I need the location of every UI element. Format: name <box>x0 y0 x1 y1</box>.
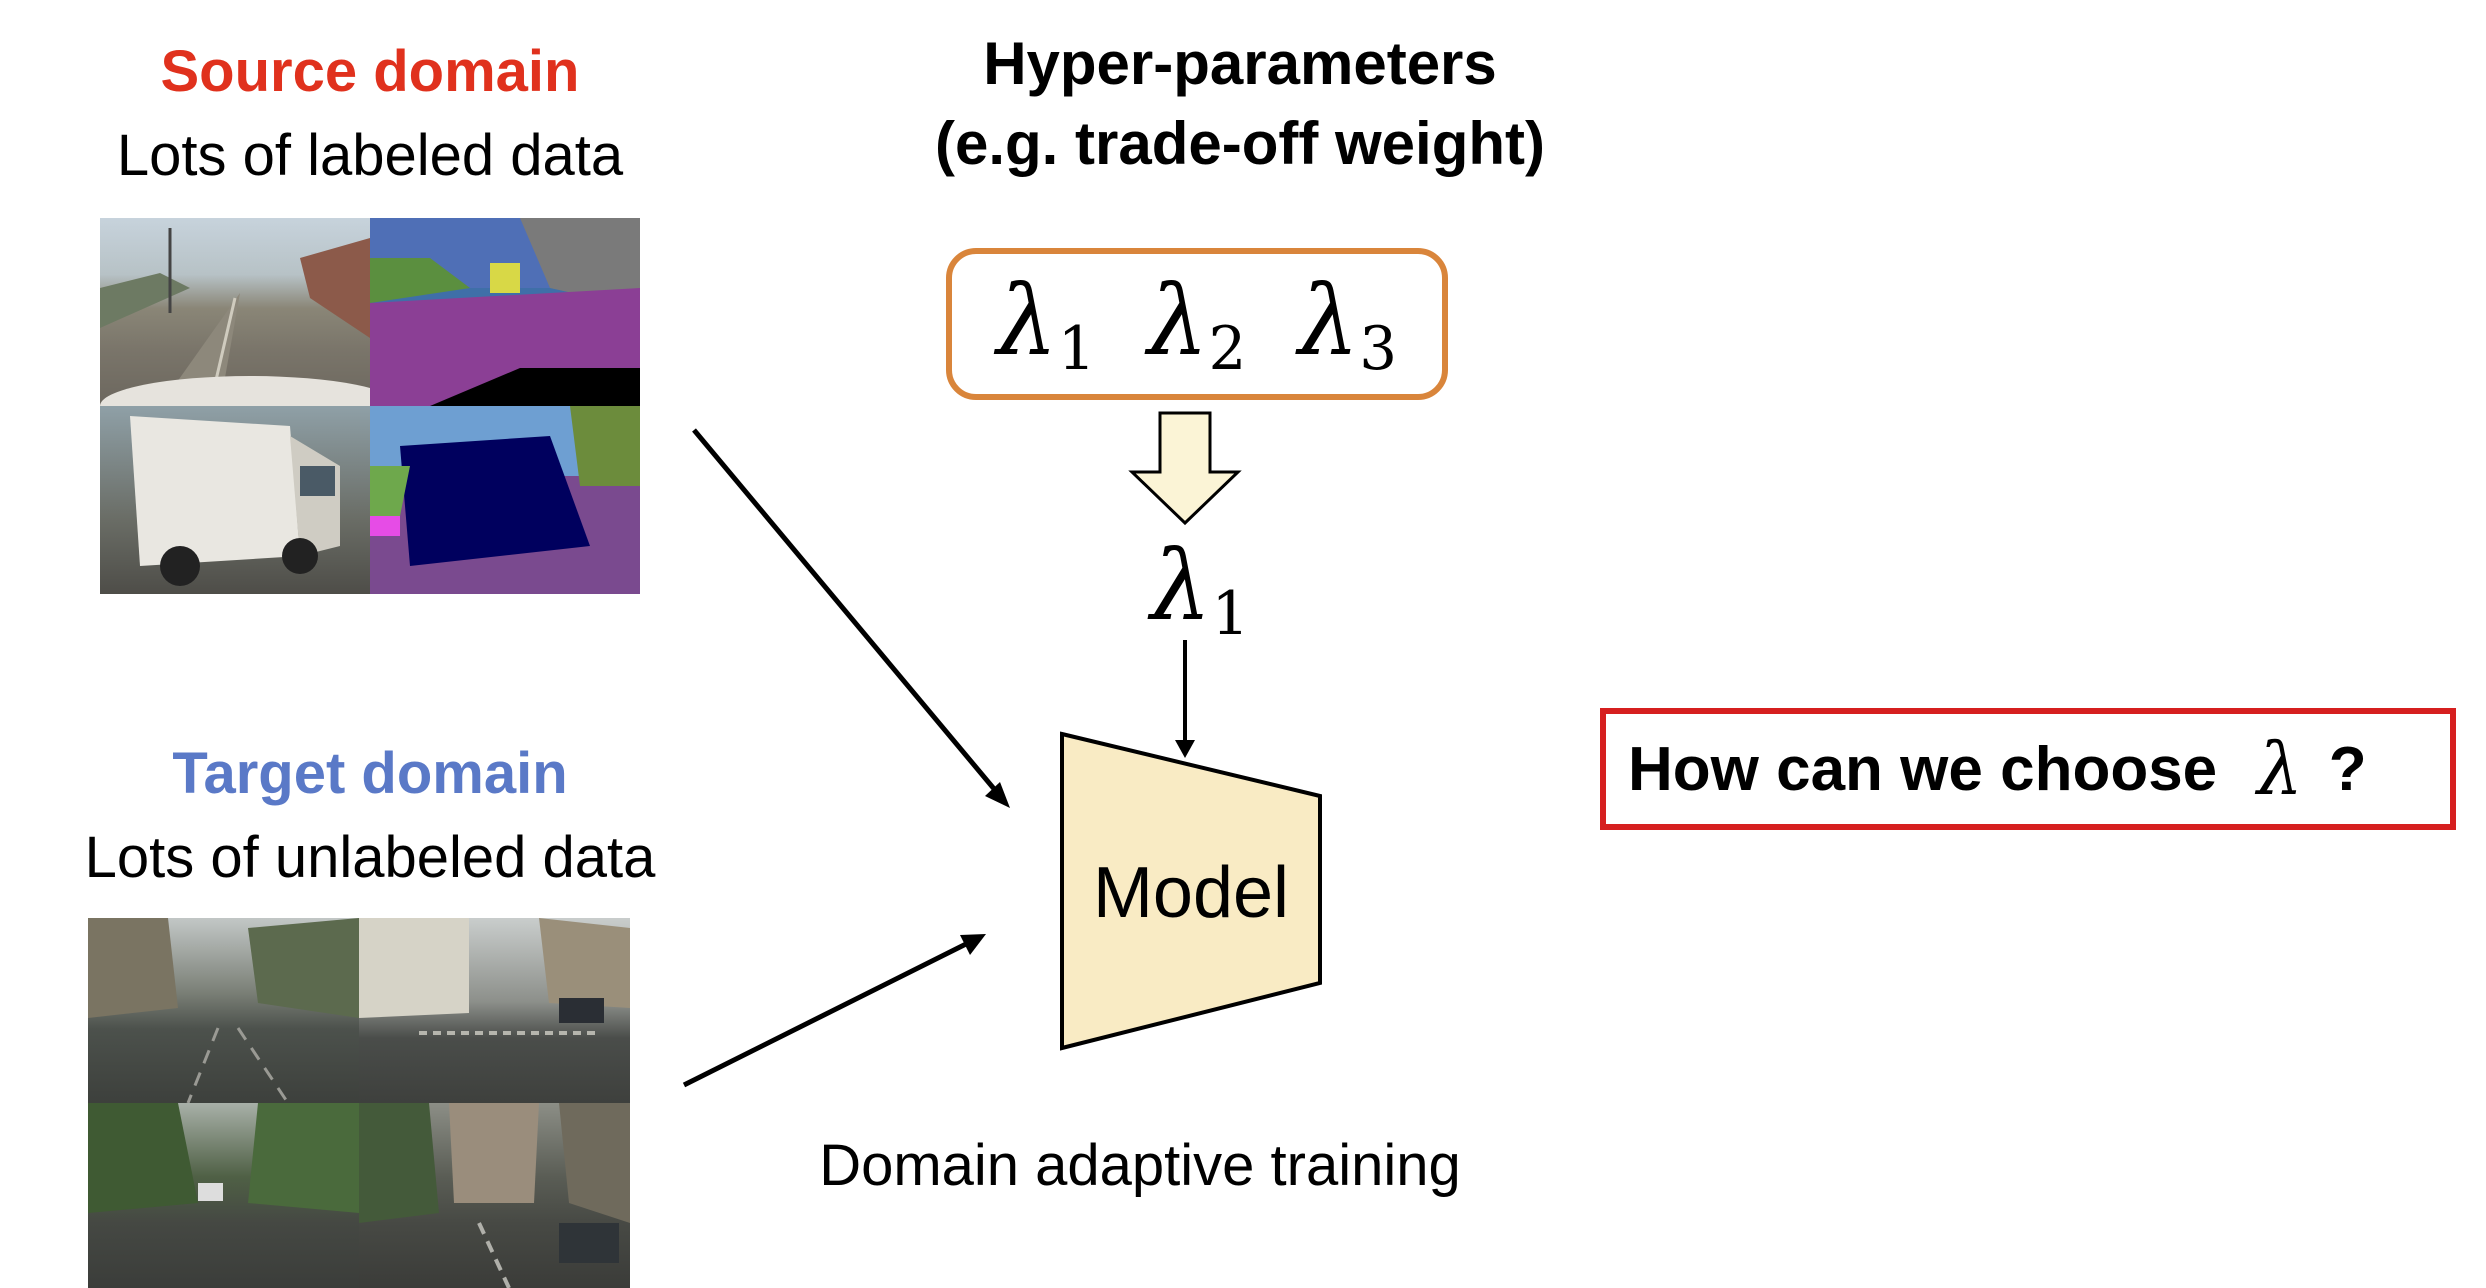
question-mark: ? <box>2328 734 2367 804</box>
target-image-2 <box>359 918 630 1103</box>
target-domain-title: Target domain <box>172 741 568 806</box>
target-image-4 <box>359 1103 630 1288</box>
lambda-3: λ3 <box>1298 264 1398 384</box>
model-shape <box>1060 731 1322 1051</box>
target-image-1 <box>88 918 359 1103</box>
hyperparameter-candidates-box: λ1 λ2 λ3 <box>946 248 1448 400</box>
question-box: How can we choose λ ? <box>1600 708 2456 830</box>
source-image-grid <box>100 218 640 594</box>
hyperparameters-title: Hyper-parameters <box>983 30 1497 97</box>
question-text: How can we choose <box>1628 734 2218 804</box>
target-to-model-arrow <box>682 938 974 1088</box>
hyperparameters-example: (e.g. trade-off weight) <box>935 110 1545 177</box>
target-domain-subtitle: Lots of unlabeled data <box>84 825 656 890</box>
source-image-segmentation <box>370 218 640 406</box>
model-label: Model <box>1092 853 1290 933</box>
question-lambda: λ <box>2257 727 2303 811</box>
domain-adaptive-training-caption: Domain adaptive training <box>819 1133 1461 1198</box>
lambda-2: λ2 <box>1147 264 1247 384</box>
source-domain-subtitle: Lots of labeled data <box>116 123 624 188</box>
source-to-model-arrow <box>692 428 1002 798</box>
source-image-truck <box>100 406 370 594</box>
target-image-grid <box>88 918 630 1288</box>
select-arrow <box>1128 411 1242 526</box>
lambda-1: λ1 <box>996 264 1096 384</box>
selected-lambda: λ1 <box>1150 530 1250 649</box>
source-image-street <box>100 218 370 406</box>
target-image-3 <box>88 1103 359 1288</box>
source-domain-title: Source domain <box>160 39 580 104</box>
source-image-truck-segmentation <box>370 406 640 594</box>
